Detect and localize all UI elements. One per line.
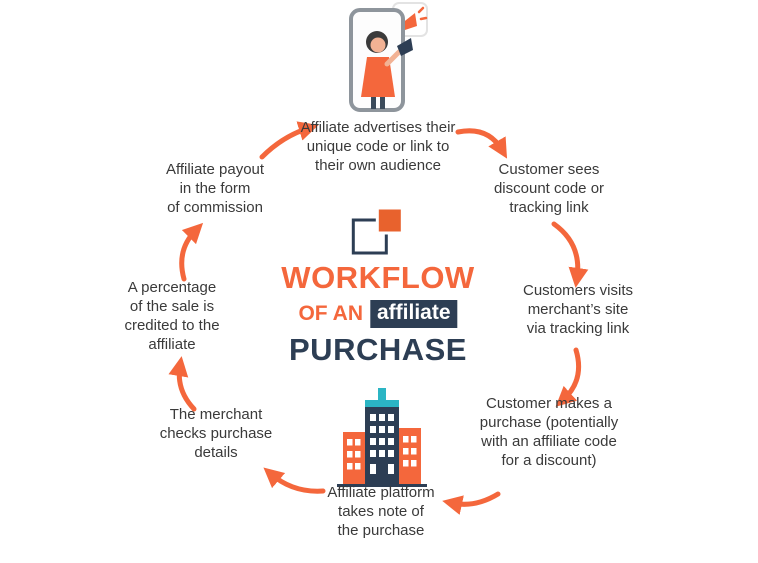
step-8-affiliate-payout: Affiliate payout in the form of commissi… <box>165 161 265 217</box>
arrow-step3-to-step4 <box>555 347 582 407</box>
arrow-step4-to-step5 <box>442 491 501 515</box>
arrow-step6-to-step7 <box>168 356 197 412</box>
overlapping-squares-icon <box>351 206 404 255</box>
phone-megaphone-illustration <box>323 2 433 122</box>
step-2-customer-sees-code: Customer sees discount code or tracking … <box>493 161 605 217</box>
arrow-step7-to-step8 <box>179 222 204 282</box>
step-5-platform-notes-purchase: Affiliate platform takes note of the pur… <box>327 484 435 540</box>
step-6-merchant-checks-details: The merchant checks purchase details <box>159 406 273 462</box>
center-title: WORKFLOW OF AN affiliate PURCHASE <box>281 206 474 365</box>
step-4-customer-makes-purchase: Customer makes a purchase (potentially w… <box>479 395 619 470</box>
arrow-step5-to-step6 <box>263 467 326 494</box>
title-line2-prefix: OF AN <box>298 302 364 325</box>
arrow-step2-to-step3 <box>551 221 589 288</box>
title-line1: WORKFLOW <box>281 260 475 295</box>
step-7-percentage-credited: A percentage of the sale is credited to … <box>124 279 220 354</box>
person-with-megaphone-phone-icon <box>349 2 428 112</box>
affiliate-platform-illustration <box>337 388 427 493</box>
step-3-customer-visits-site: Customers visits merchant’s site via tra… <box>522 282 634 338</box>
title-line3: PURCHASE <box>289 332 467 367</box>
title-line2-highlight: affiliate <box>370 300 458 328</box>
affiliate-platform-building-icon <box>337 388 427 487</box>
title-line2: OF AN affiliate <box>298 300 458 328</box>
step-1-affiliate-advertises: Affiliate advertises their unique code o… <box>300 119 456 175</box>
arrow-step1-to-step2 <box>455 128 508 159</box>
